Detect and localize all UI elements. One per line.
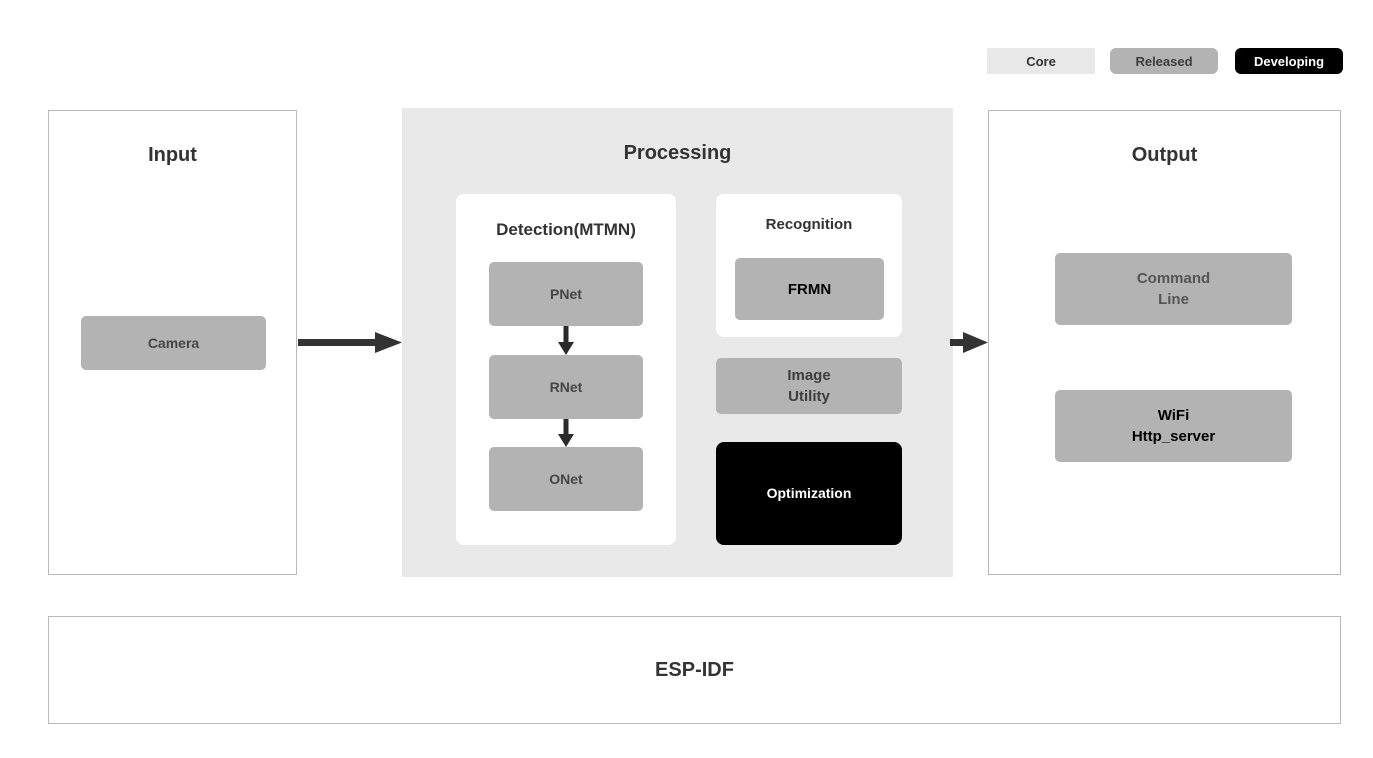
output-panel-title: Output (1131, 144, 1198, 166)
legend-released-label: Released (1135, 53, 1193, 69)
detection-title: Detection(MTMN) (496, 220, 636, 239)
node-pnet-label: PNet (550, 285, 582, 302)
legend-developing: Developing (1235, 48, 1343, 74)
node-image-utility-line1: Image (787, 367, 831, 384)
node-pnet: PNet (489, 262, 643, 326)
esp-idf-panel: ESP-IDF (48, 616, 1341, 724)
node-command-line: Command Line (1055, 253, 1292, 325)
node-optimization-label: Optimization (766, 485, 852, 501)
processing-panel-title: Processing (623, 142, 732, 164)
node-camera: Camera (81, 316, 266, 370)
processing-panel: Processing Detection(MTMN) PNet RNet ONe… (402, 108, 953, 577)
node-image-utility-line2: Utility (788, 388, 830, 405)
recognition-title: Recognition (765, 216, 853, 233)
node-rnet: RNet (489, 355, 643, 419)
input-panel-title: Input (148, 144, 197, 166)
node-command-line-line1: Command (1136, 270, 1211, 287)
arrow-pnet-to-rnet (556, 326, 576, 355)
node-onet: ONet (489, 447, 643, 511)
input-panel: Input Camera (48, 110, 297, 575)
node-wifi-line1: WiFi (1157, 407, 1190, 424)
node-wifi-line2: Http_server (1131, 428, 1216, 445)
node-command-line-line2: Line (1158, 291, 1189, 308)
esp-idf-title: ESP-IDF (655, 658, 734, 681)
node-image-utility: Image Utility (716, 358, 902, 414)
node-frmn-label: FRMN (787, 280, 832, 298)
node-wifi-http-server: WiFi Http_server (1055, 390, 1292, 462)
node-frmn: FRMN (735, 258, 884, 320)
arrow-input-to-processing (298, 331, 402, 354)
arrow-processing-to-output (950, 331, 988, 354)
arrow-rnet-to-onet (556, 419, 576, 447)
node-rnet-label: RNet (549, 378, 583, 395)
legend-core-label: Core (1026, 53, 1056, 69)
legend-developing-label: Developing (1253, 53, 1325, 69)
legend-core: Core (987, 48, 1095, 74)
node-optimization: Optimization (716, 442, 902, 545)
detection-subpanel: Detection(MTMN) PNet RNet ONet (456, 194, 676, 545)
recognition-subpanel: Recognition FRMN (716, 194, 902, 337)
node-onet-label: ONet (549, 470, 583, 487)
node-camera-label: Camera (147, 334, 200, 351)
output-panel: Output Command Line WiFi Http_server (988, 110, 1341, 575)
legend-released: Released (1110, 48, 1218, 74)
